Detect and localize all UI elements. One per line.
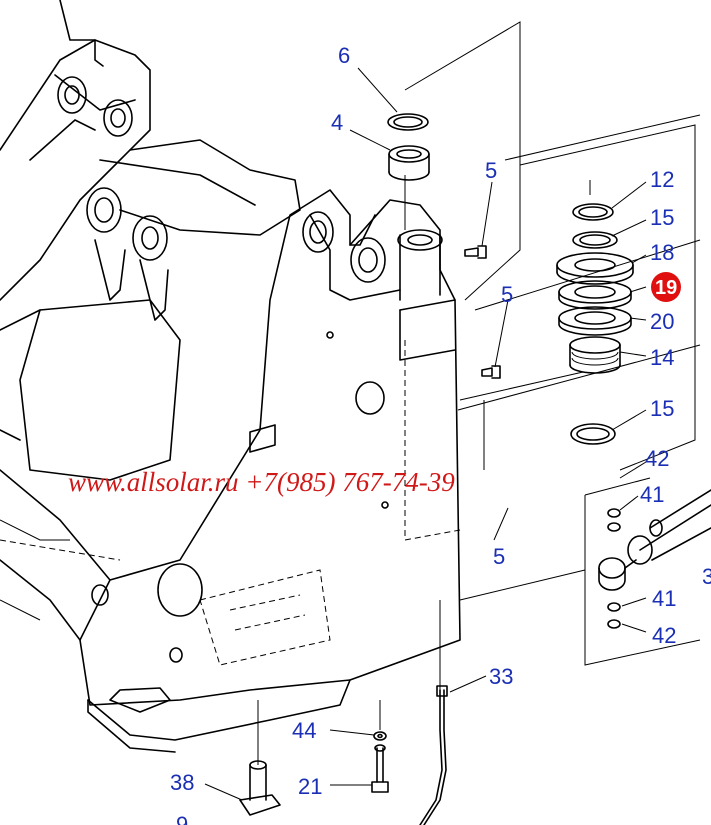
label-42-lower: 42 [652, 623, 676, 648]
bearing-stack [556, 203, 634, 445]
loader-frame [0, 0, 461, 753]
label-20: 20 [650, 309, 674, 334]
cylinder-3 [598, 489, 711, 629]
retaining-ring-6 [387, 113, 429, 131]
label-5-middle: 5 [501, 282, 513, 307]
assembly-guides [257, 21, 701, 765]
label-42-upper: 42 [645, 446, 669, 471]
label-12: 12 [650, 167, 674, 192]
label-19: 19 [655, 277, 677, 299]
label-15-upper: 15 [650, 205, 674, 230]
label-5-lower: 5 [493, 544, 505, 569]
bolt-5-upper [464, 245, 487, 259]
label-18: 18 [650, 240, 674, 265]
watermark-text: www.allsolar.ru +7(985) 767-74-39 [68, 467, 455, 497]
bushing-4 [388, 145, 430, 181]
label-21: 21 [298, 774, 322, 799]
pin-38 [239, 760, 281, 816]
part-labels: 6 4 5 5 5 12 15 18 19 20 14 15 42 41 41 … [170, 43, 711, 825]
label-44: 44 [292, 718, 316, 743]
washer-44 [373, 731, 387, 741]
label-33: 33 [489, 664, 513, 689]
label-15-lower: 15 [650, 396, 674, 421]
grease-line-33 [419, 685, 448, 825]
label-4: 4 [331, 110, 343, 135]
leader-lines [204, 67, 647, 801]
bolt-21 [371, 744, 389, 793]
bolt-5-middle [481, 365, 501, 379]
label-3: 3 [702, 564, 711, 589]
highlight-marker-19 [651, 272, 681, 302]
label-41-upper: 41 [640, 482, 664, 507]
label-38: 38 [170, 770, 194, 795]
label-9: 9 [176, 812, 188, 825]
label-14: 14 [650, 345, 674, 370]
label-6: 6 [338, 43, 350, 68]
label-5-upper: 5 [485, 158, 497, 183]
label-41-lower: 41 [652, 586, 676, 611]
